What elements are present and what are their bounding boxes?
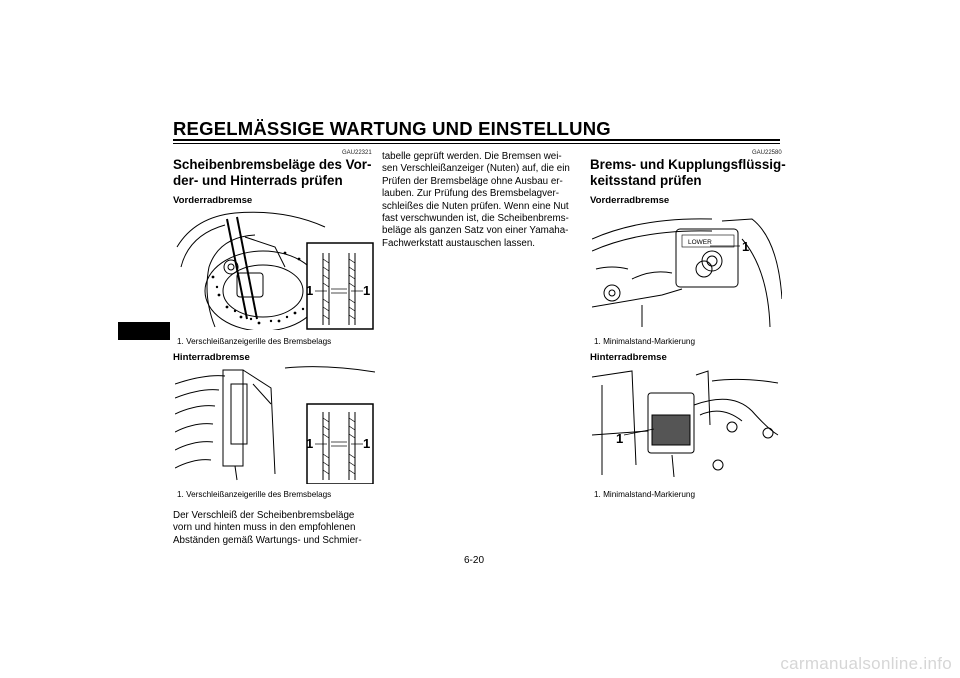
title-rule-thin	[173, 143, 780, 144]
front-pad-caption: 1. Verschleißanzeigerille des Bremsbelag…	[177, 337, 332, 346]
rear-pad-label-right: 1	[363, 436, 370, 451]
pads-body-col2: tabelle geprüft werden. Die Bremsen wei-…	[382, 151, 570, 250]
section-code: GAU22321	[342, 150, 372, 156]
front-reservoir-marking: LOWER	[688, 239, 712, 246]
front-reservoir-figure: LOWER 1	[592, 209, 782, 327]
body-line: Fachwerkstatt austauschen lassen.	[382, 237, 536, 249]
title-rule	[173, 139, 780, 141]
section-title-line-1: Scheibenbremsbeläge des Vor-	[173, 157, 372, 172]
pads-body-col1: Der Verschleiß der Scheibenbremsbeläge v…	[173, 510, 362, 547]
section-title-line-2: der- und Hinterrads prüfen	[173, 173, 343, 188]
body-line: tabelle geprüft werden. Die Bremsen wei-	[382, 151, 562, 162]
section-title-fluid: Brems- und Kupplungsflüssig- keitsstand …	[590, 157, 786, 189]
body-line: Abständen gemäß Wartungs- und Schmier-	[173, 534, 362, 546]
body-line: fast verschwunden ist, die Scheibenbrems…	[382, 213, 569, 225]
body-line: sen Verschleißanzeiger (Nuten) auf, die …	[382, 163, 570, 175]
fluid-front-caption: 1. Minimalstand-Markierung	[594, 337, 696, 346]
chapter-number: 6	[133, 326, 140, 340]
watermark: carmanualsonline.info	[780, 654, 952, 673]
body-line: beläge als ganzen Satz von einer Yamaha-	[382, 225, 569, 237]
fluid-front-heading: Vorderradbremse	[590, 195, 670, 206]
body-line: schleißes die Nuten prüfen. Wenn eine Nu…	[382, 200, 569, 212]
page-title: REGELMÄSSIGE WARTUNG UND EINSTELLUNG	[173, 118, 611, 139]
rear-reservoir-figure: 1	[592, 365, 782, 483]
body-line: Der Verschleiß der Scheibenbremsbeläge	[173, 510, 355, 521]
body-line: lauben. Zur Prüfung des Bremsbelagver-	[382, 188, 559, 200]
body-line: vorn und hinten muss in den empfohlenen	[173, 522, 356, 534]
section-title-pads: Scheibenbremsbeläge des Vor- der- und Hi…	[173, 157, 371, 189]
page-number: 6-20	[464, 555, 485, 566]
section-title-line-2: keitsstand prüfen	[590, 173, 702, 188]
rear-pad-figure: 1 1	[175, 364, 375, 484]
body-line: Prüfen der Bremsbeläge ohne Ausbau er-	[382, 175, 563, 187]
rear-pad-label-left: 1	[306, 436, 313, 451]
rear-reservoir-label: 1	[616, 431, 623, 446]
rear-brake-heading: Hinterradbremse	[173, 352, 250, 363]
section-code: GAU22580	[752, 150, 782, 156]
front-reservoir-label: 1	[742, 239, 749, 254]
front-brake-heading: Vorderradbremse	[173, 195, 253, 206]
section-title-line-1: Brems- und Kupplungsflüssig-	[590, 157, 786, 172]
front-pad-figure: 1 1	[175, 207, 375, 330]
front-pad-label-right: 1	[363, 283, 370, 298]
fluid-rear-caption: 1. Minimalstand-Markierung	[594, 490, 696, 499]
fluid-rear-heading: Hinterradbremse	[590, 352, 667, 363]
rear-pad-caption: 1. Verschleißanzeigerille des Bremsbelag…	[177, 490, 332, 499]
chapter-tab	[118, 322, 170, 340]
front-pad-label-left: 1	[306, 283, 313, 298]
